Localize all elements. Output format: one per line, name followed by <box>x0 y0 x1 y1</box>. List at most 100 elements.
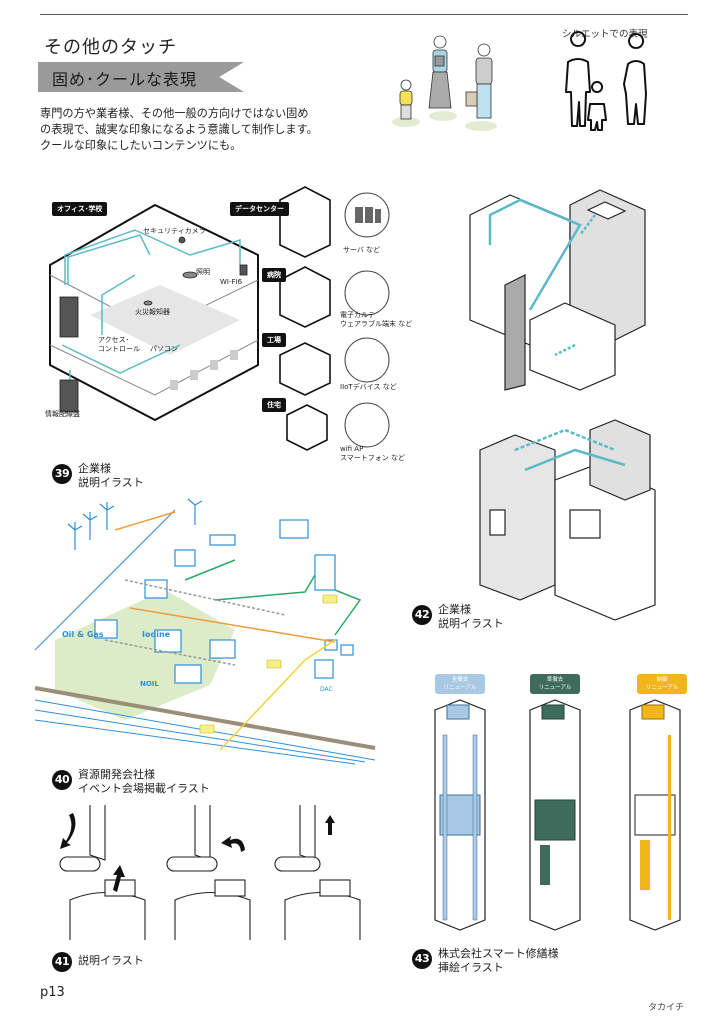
iodine-label: Iodine <box>142 630 171 639</box>
co2-badge <box>199 724 215 734</box>
woman-figure <box>428 35 452 109</box>
duct-dotted <box>554 343 576 357</box>
house-note: wifi AP スマートフォン など <box>340 445 406 462</box>
step-3 <box>274 805 361 940</box>
dac-icon <box>314 659 334 679</box>
factory-building <box>279 342 331 396</box>
section-ribbon: 固め･クールな表現 <box>38 62 244 92</box>
intro-text: 専門の方や業者様、その他一般の方向けではない固め の表現で、誠実な印象になるよう… <box>40 106 340 154</box>
strap-loop <box>274 856 321 872</box>
intro-line: クールな印象にしたいコンテンツにも。 <box>40 139 242 152</box>
caption-line: 挿絵イラスト <box>438 961 504 974</box>
elevator-shafts-illustration <box>434 699 681 931</box>
caption-line: 説明イラスト <box>438 617 504 630</box>
caption-line: イベント会場掲載イラスト <box>78 782 210 795</box>
number-badge: 42 <box>412 605 432 625</box>
bottle-cap <box>104 879 136 897</box>
light-icon <box>182 271 198 279</box>
ribbon-label: 固め･クールな表現 <box>52 70 198 89</box>
strap-loop <box>59 856 101 872</box>
signature: タカイチ <box>648 1003 685 1013</box>
window <box>190 370 198 380</box>
cabinet-door <box>489 509 506 536</box>
caption-43: 43 株式会社スマート修繕様 挿絵イラスト <box>412 947 559 975</box>
shaft-full <box>434 699 486 931</box>
silhouette-illustration <box>565 31 647 131</box>
tower <box>589 419 651 501</box>
heat-line <box>334 589 362 636</box>
counterweight <box>540 845 550 885</box>
section-title: その他のタッチ <box>44 37 177 58</box>
number-badge: 40 <box>52 770 72 790</box>
shaft-control <box>629 699 681 931</box>
caption-line: 資源開発会社様 <box>78 768 155 781</box>
pipeline <box>34 686 376 750</box>
wind-turbine-icon <box>187 498 203 525</box>
caption-line: 株式会社スマート修繕様 <box>438 947 559 960</box>
child-figure <box>399 79 413 120</box>
sea-line <box>34 719 356 765</box>
iiot-detail-circle <box>344 337 390 383</box>
intro-line: 専門の方や業者様、その他一般の方向けではない固め <box>40 107 309 120</box>
curved-arrow-icon <box>221 836 245 852</box>
associated-water-line <box>104 639 236 666</box>
caption-line: 説明イラスト <box>78 476 144 489</box>
bottle-cap <box>319 879 351 897</box>
datacenter-building <box>279 186 331 258</box>
caption-line: 企業様 <box>438 603 471 616</box>
renewal-badge-partial: 準撤去 リニューアル <box>530 674 580 694</box>
caption-41: 41 説明イラスト <box>52 950 144 972</box>
house-icon <box>340 644 354 656</box>
waste-plant-icon <box>279 519 309 539</box>
datacenter-note: サーバ など <box>343 246 381 254</box>
caption-line: 説明イラスト <box>78 954 144 967</box>
camera-icon <box>178 236 186 244</box>
wind-turbine-icon <box>99 502 115 530</box>
curved-arrow-icon <box>60 813 76 849</box>
co2-badge <box>322 594 338 604</box>
hoist <box>446 704 470 720</box>
medical-detail-circle <box>344 270 390 316</box>
strap <box>299 805 316 861</box>
co2-line <box>219 639 336 751</box>
flue-gas-line <box>124 579 286 616</box>
network-cable <box>64 229 241 285</box>
silhouette-label: シルエットでの表現 <box>562 29 648 40</box>
woman-silhouette <box>623 33 647 125</box>
badge-label: 準撤去 リニューアル <box>538 677 572 691</box>
intro-line: の表現で、誠実な印象になるよう意識して制作します。 <box>40 123 318 136</box>
sea-line <box>34 709 366 763</box>
tower-top-opening <box>586 201 627 220</box>
house-icon <box>324 639 338 651</box>
window <box>170 380 178 390</box>
category-buildings <box>279 186 390 451</box>
server-rack-icon <box>59 296 79 338</box>
equipment-illustration-bottom <box>479 419 656 621</box>
hospital-note: 電子カルテ ウェアラブル端末 など <box>340 311 413 328</box>
camera-label: セキュリティカメラ <box>143 227 206 235</box>
bottle-body <box>284 892 361 940</box>
server-icon <box>375 209 381 223</box>
office-school-tag: オフィス･学校 <box>52 202 108 216</box>
window <box>230 350 238 360</box>
oil-gas-icon <box>94 619 118 639</box>
up-arrow-icon <box>113 865 125 892</box>
factory-tag: 工場 <box>262 333 286 347</box>
panel <box>569 509 601 539</box>
gasifier-icon <box>314 554 336 591</box>
network-cable <box>61 344 181 374</box>
ground-shadow <box>429 111 457 121</box>
strap-steps-illustration <box>59 805 361 940</box>
energy-map-illustration <box>34 498 376 765</box>
fire-alarm-icon <box>143 300 153 306</box>
man-figure <box>465 43 493 119</box>
electricity-line <box>114 511 176 531</box>
equipment-illustration-top <box>469 189 646 391</box>
bottle-cap <box>214 879 246 897</box>
rail <box>668 735 671 920</box>
pc-label: パソコン <box>150 345 178 353</box>
number-badge: 43 <box>412 949 432 969</box>
hospital-tag: 病院 <box>262 268 286 282</box>
server-icon <box>355 207 363 223</box>
server-rack-icon <box>59 379 79 413</box>
